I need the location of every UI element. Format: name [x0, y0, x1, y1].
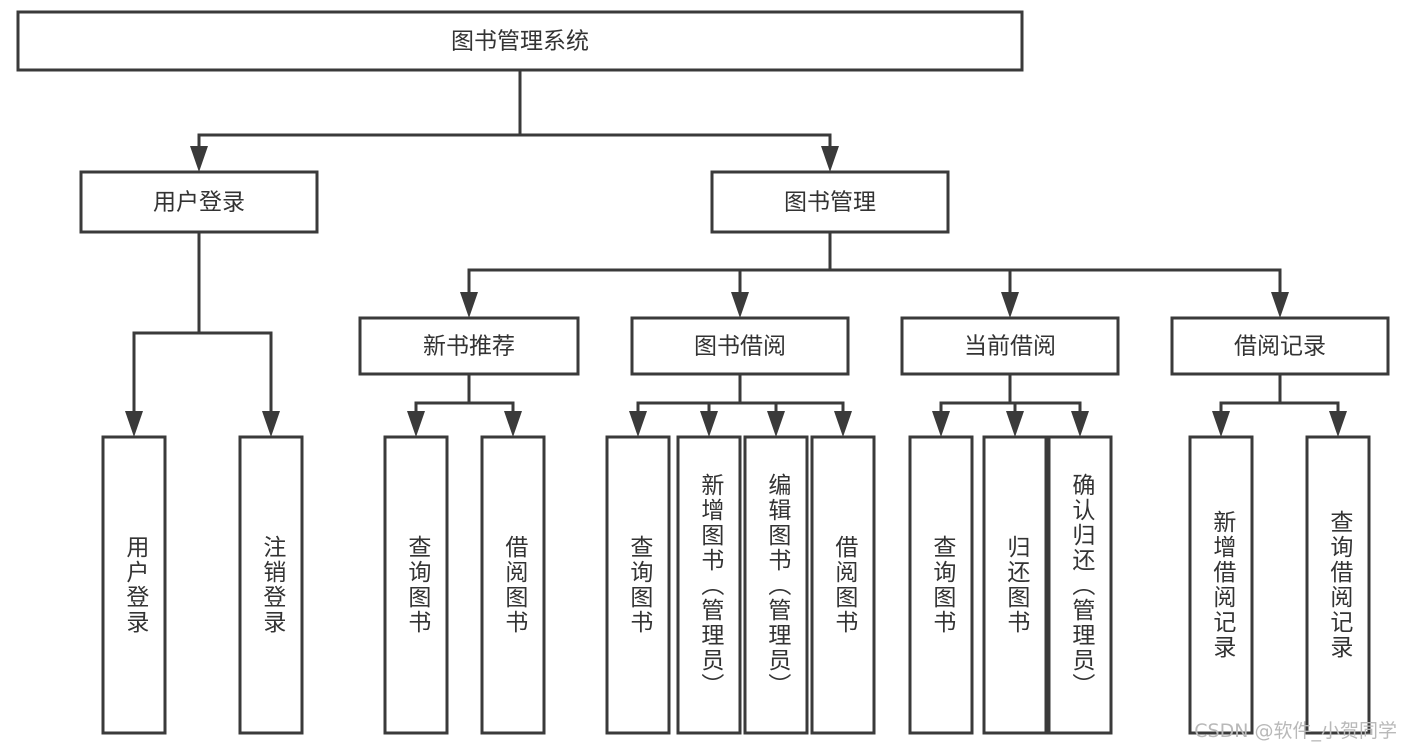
node-root-label: 图书管理系统 [451, 29, 589, 55]
edge-book-borrow-to-leaf-borrow-book-2 [738, 374, 852, 437]
edge-new-book-recommend-to-leaf-query-book-1 [407, 374, 471, 437]
arrow-head-icon [407, 411, 425, 437]
edge-path [467, 232, 832, 296]
edge-path [738, 232, 832, 296]
node-book-manage-label: 图书管理 [784, 190, 876, 216]
node-leaf-borrow-book-2[interactable] [810, 435, 876, 735]
node-borrow-record[interactable] [1170, 316, 1390, 376]
node-leaf-query-borrow-rec[interactable] [1305, 435, 1371, 735]
edge-path [197, 232, 273, 415]
edge-path [1008, 374, 1082, 415]
node-leaf-edit-book-admin[interactable] [743, 435, 809, 735]
edge-book-manage-to-current-borrow [828, 232, 1019, 318]
node-leaf-add-book-admin[interactable] [676, 435, 742, 735]
node-book-borrow-label: 图书借阅 [694, 334, 786, 360]
node-leaf-borrow-book-1[interactable] [480, 435, 546, 735]
node-borrow-record-label: 借阅记录 [1234, 334, 1326, 360]
edge-path [939, 374, 1012, 415]
edge-book-borrow-to-leaf-add-book-admin [700, 374, 742, 437]
edge-path [1278, 374, 1340, 415]
edge-borrow-record-to-leaf-add-borrow-rec [1212, 374, 1282, 437]
edge-path [1219, 374, 1282, 415]
edge-user-login-to-leaf-user-login [125, 232, 201, 437]
edge-path [197, 70, 522, 150]
arrow-head-icon [731, 292, 749, 318]
box-layer [16, 10, 1390, 735]
node-new-book-recommend-label: 新书推荐 [423, 334, 515, 360]
csdn-watermark: CSDN @软件_小贺同学 [1194, 720, 1397, 742]
node-user-login-label: 用户登录 [153, 190, 245, 216]
node-leaf-query-book-2[interactable] [605, 435, 671, 735]
arrow-head-icon [1001, 292, 1019, 318]
edge-path [636, 374, 742, 415]
node-leaf-return-book[interactable] [982, 435, 1048, 735]
edge-root-to-user-login [190, 70, 522, 172]
arrow-head-icon [1006, 411, 1024, 437]
arrow-head-icon [629, 411, 647, 437]
edge-path [414, 374, 471, 415]
node-user-login[interactable] [79, 170, 319, 234]
arrow-head-icon [262, 411, 280, 437]
edge-book-manage-to-book-borrow [731, 232, 832, 318]
arrow-head-icon [190, 146, 208, 172]
arrow-head-icon [125, 411, 143, 437]
edge-book-manage-to-borrow-record [828, 232, 1289, 318]
arrow-head-icon [1271, 292, 1289, 318]
arrow-head-icon [504, 411, 522, 437]
edge-borrow-record-to-leaf-query-borrow-rec [1278, 374, 1347, 437]
arrow-head-icon [834, 411, 852, 437]
node-book-manage[interactable] [710, 170, 950, 234]
edge-root-to-book-manage [518, 70, 839, 172]
edge-path [132, 232, 201, 415]
node-book-borrow[interactable] [630, 316, 850, 376]
arrow-head-icon [932, 411, 950, 437]
node-leaf-query-book-3[interactable] [908, 435, 974, 735]
arrow-head-icon [1212, 411, 1230, 437]
edge-path [738, 374, 778, 415]
edge-layer [125, 70, 1347, 437]
arrow-head-icon [460, 292, 478, 318]
node-leaf-add-borrow-rec[interactable] [1188, 435, 1254, 735]
arrow-head-icon [821, 146, 839, 172]
edge-new-book-recommend-to-leaf-borrow-book-1 [467, 374, 522, 437]
edge-path [828, 232, 1012, 296]
node-leaf-logout-login[interactable] [238, 435, 304, 735]
edge-user-login-to-leaf-logout-login [197, 232, 280, 437]
edge-path [738, 374, 845, 415]
edge-current-borrow-to-leaf-query-book-3 [932, 374, 1012, 437]
edge-book-manage-to-new-book-recommend [460, 232, 832, 318]
node-current-borrow[interactable] [900, 316, 1120, 376]
arrow-head-icon [1071, 411, 1089, 437]
edge-path [828, 232, 1282, 296]
edge-path [518, 70, 832, 150]
arrow-head-icon [1329, 411, 1347, 437]
edge-path [707, 374, 742, 415]
edge-path [467, 374, 515, 415]
node-new-book-recommend[interactable] [358, 316, 580, 376]
node-leaf-confirm-return[interactable] [1047, 435, 1113, 735]
node-current-borrow-label: 当前借阅 [964, 334, 1056, 360]
arrow-head-icon [767, 411, 785, 437]
node-root[interactable] [16, 10, 1024, 72]
edge-current-borrow-to-leaf-confirm-return [1008, 374, 1089, 437]
node-leaf-query-book-1[interactable] [383, 435, 449, 735]
edge-book-borrow-to-leaf-edit-book-admin [738, 374, 785, 437]
arrow-head-icon [700, 411, 718, 437]
edge-book-borrow-to-leaf-query-book-2 [629, 374, 742, 437]
node-leaf-user-login[interactable] [101, 435, 167, 735]
